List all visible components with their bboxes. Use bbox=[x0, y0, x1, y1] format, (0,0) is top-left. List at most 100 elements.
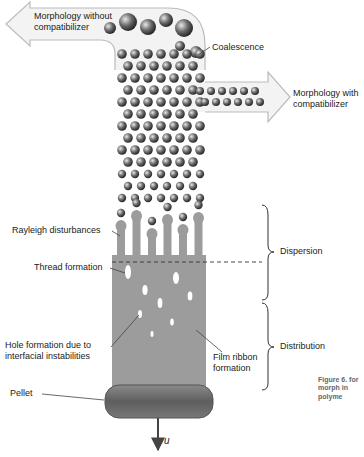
droplets bbox=[240, 87, 248, 95]
callout-label: Film ribbon formation bbox=[213, 352, 261, 374]
droplets bbox=[136, 61, 146, 71]
droplets bbox=[119, 13, 137, 31]
threads bbox=[178, 224, 189, 236]
droplets bbox=[175, 41, 185, 51]
threads bbox=[193, 212, 204, 224]
droplets bbox=[156, 97, 166, 107]
leader-lines bbox=[196, 330, 222, 352]
droplets bbox=[130, 49, 140, 59]
holes bbox=[151, 331, 154, 337]
threads bbox=[179, 213, 187, 221]
figure-caption: Figure 6. for morph in polyme bbox=[318, 376, 362, 401]
leader-lines bbox=[110, 268, 125, 273]
velocity-symbol: u bbox=[164, 435, 184, 447]
droplets bbox=[136, 85, 146, 95]
droplets bbox=[157, 170, 165, 178]
droplets bbox=[104, 22, 116, 34]
holes bbox=[158, 298, 163, 308]
droplets bbox=[130, 145, 140, 155]
leader-lines bbox=[198, 47, 210, 55]
droplets bbox=[195, 73, 205, 83]
droplets bbox=[182, 49, 192, 59]
droplets bbox=[117, 97, 127, 107]
brace bbox=[262, 205, 274, 300]
droplets bbox=[188, 133, 198, 143]
droplets bbox=[176, 182, 184, 190]
droplets bbox=[143, 97, 153, 107]
flow-label: Morphology with compatibilizer bbox=[293, 88, 361, 110]
flow-arrow-right bbox=[185, 72, 290, 122]
droplets bbox=[175, 157, 185, 167]
droplets bbox=[159, 13, 173, 27]
threads bbox=[132, 199, 140, 207]
flow-arrow-left bbox=[6, 2, 205, 70]
droplets bbox=[169, 145, 179, 155]
holes bbox=[125, 265, 192, 337]
droplets bbox=[117, 49, 127, 59]
droplets bbox=[234, 98, 242, 106]
droplets bbox=[143, 121, 153, 131]
threads bbox=[131, 210, 142, 222]
droplets bbox=[175, 19, 193, 37]
droplets bbox=[136, 133, 146, 143]
droplets bbox=[218, 87, 226, 95]
callout-label: Rayleigh disturbances bbox=[12, 225, 112, 236]
threads bbox=[117, 209, 125, 217]
threads bbox=[194, 201, 202, 209]
droplets bbox=[156, 121, 166, 131]
holes bbox=[170, 319, 174, 326]
leader-lines bbox=[42, 394, 104, 400]
droplets bbox=[182, 121, 192, 131]
droplets bbox=[143, 73, 153, 83]
droplets bbox=[196, 170, 204, 178]
film-column bbox=[112, 255, 206, 390]
droplets bbox=[137, 182, 145, 190]
droplets bbox=[182, 145, 192, 155]
droplets bbox=[196, 194, 204, 202]
droplets bbox=[156, 73, 166, 83]
droplets bbox=[189, 182, 197, 190]
holes bbox=[188, 292, 193, 301]
droplets bbox=[170, 170, 178, 178]
droplets bbox=[162, 85, 172, 95]
flow-arrow-right bbox=[185, 72, 290, 122]
droplets bbox=[162, 109, 172, 119]
droplets bbox=[149, 85, 159, 95]
droplets bbox=[175, 133, 185, 143]
droplets bbox=[117, 145, 127, 155]
droplets bbox=[196, 87, 204, 95]
droplets bbox=[130, 73, 140, 83]
leader-lines bbox=[112, 231, 120, 236]
droplets bbox=[130, 121, 140, 131]
droplets bbox=[251, 87, 259, 95]
droplets bbox=[149, 157, 159, 167]
droplets bbox=[156, 145, 166, 155]
droplets bbox=[201, 98, 209, 106]
droplets bbox=[175, 61, 185, 71]
threads bbox=[148, 217, 156, 225]
flow-arrow-left bbox=[6, 2, 205, 70]
droplets bbox=[188, 157, 198, 167]
droplets bbox=[118, 170, 126, 178]
droplets bbox=[183, 170, 191, 178]
droplets bbox=[136, 109, 146, 119]
droplets bbox=[169, 73, 179, 83]
holes bbox=[138, 310, 142, 318]
threads bbox=[116, 220, 127, 232]
droplets bbox=[123, 109, 133, 119]
droplets bbox=[136, 157, 146, 167]
brace bbox=[262, 205, 274, 390]
leader-lines bbox=[111, 315, 139, 347]
droplets bbox=[162, 157, 172, 167]
callout-label: Coalescence bbox=[212, 42, 272, 53]
droplets bbox=[175, 85, 185, 95]
droplets bbox=[162, 133, 172, 143]
droplets bbox=[169, 121, 179, 131]
dashed-divider bbox=[112, 262, 262, 263]
stage-label: Distribution bbox=[280, 341, 350, 352]
droplets bbox=[144, 194, 152, 202]
pellet bbox=[105, 385, 213, 418]
stage-label: Dispersion bbox=[280, 246, 350, 257]
droplets bbox=[182, 73, 192, 83]
